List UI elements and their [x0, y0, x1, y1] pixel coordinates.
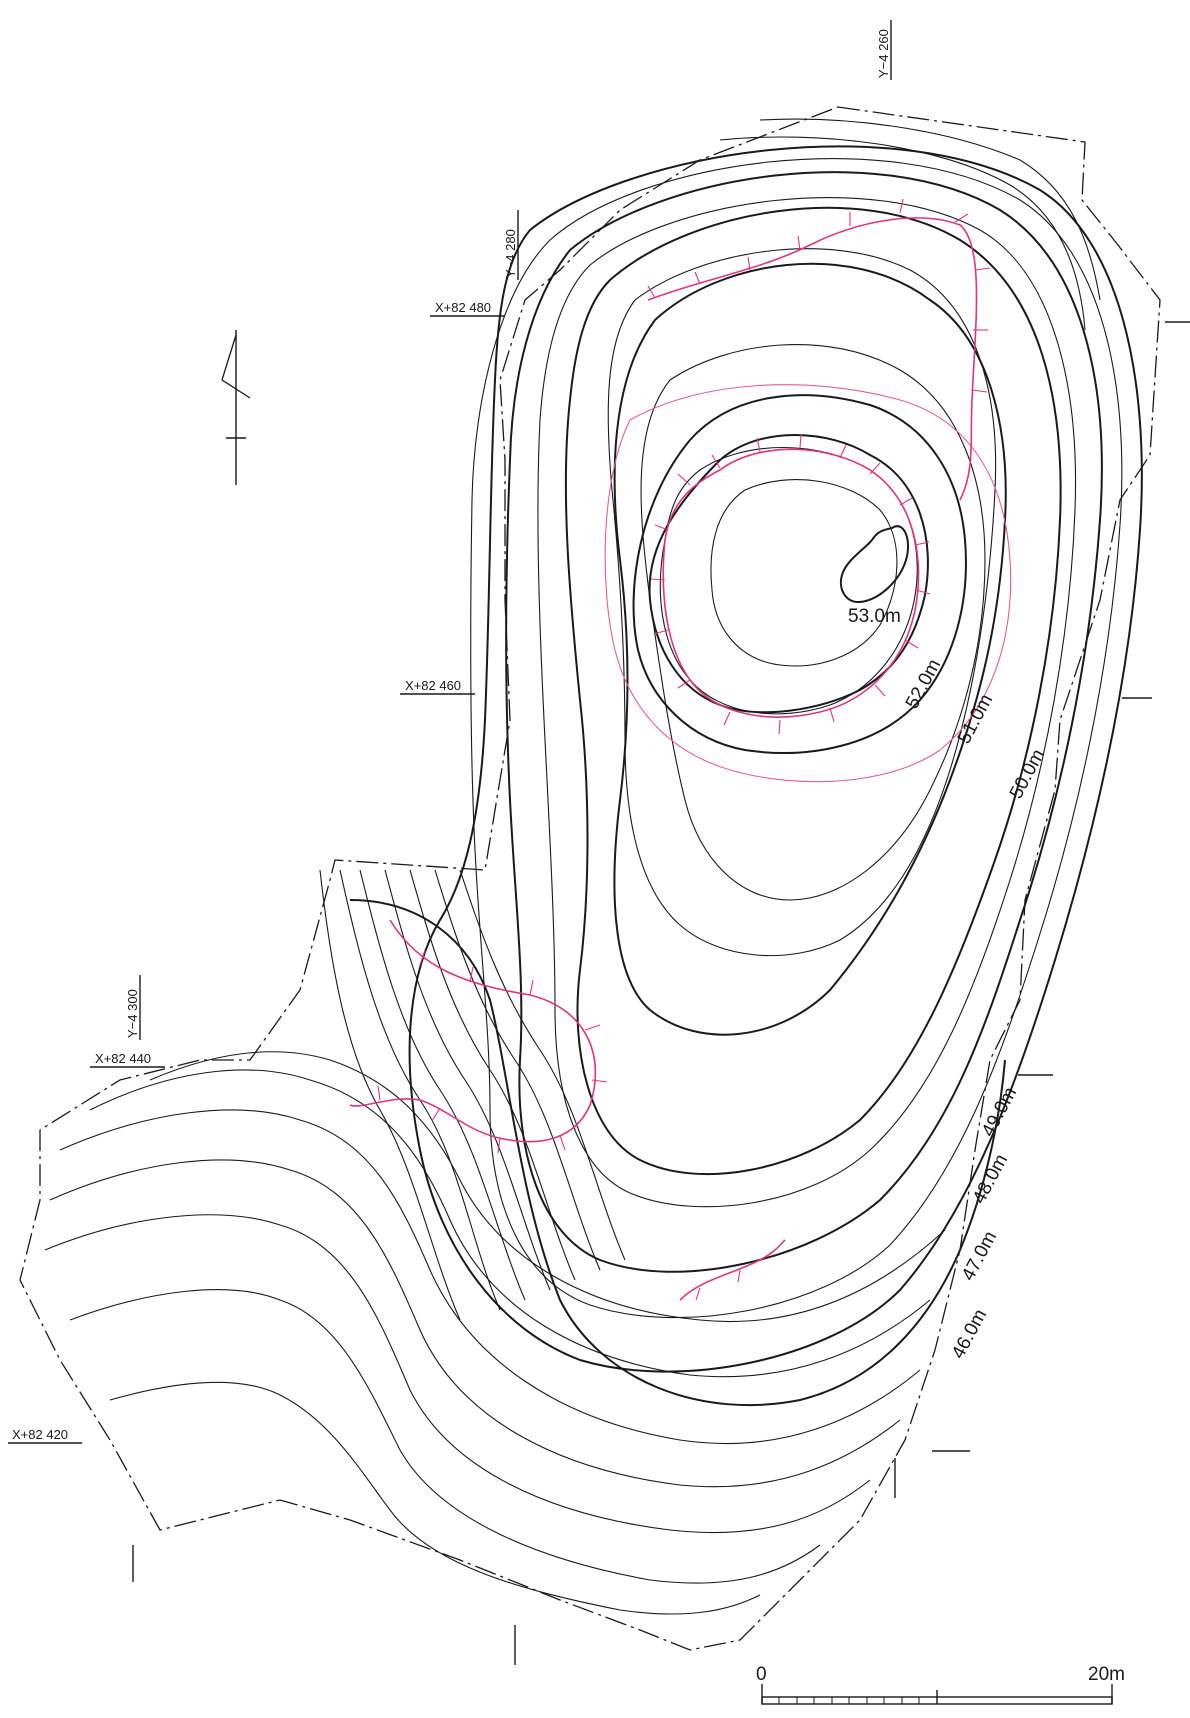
contour-51m: [632, 394, 967, 754]
grid-label-x440: X+82 440: [95, 1051, 151, 1066]
east-feature-outline: [679, 1239, 786, 1301]
contour-53m: [840, 525, 910, 604]
elevation-label-50m: 50.0m: [1006, 746, 1049, 802]
north-arrow-icon: [221, 330, 251, 485]
grid-label-y4300: Y−4 300: [125, 989, 140, 1038]
contour-line: [537, 197, 1077, 1208]
elevation-label-46m: 46.0m: [948, 1306, 991, 1362]
scale-label-start: 0: [756, 1664, 767, 1685]
west-feature-outline: [349, 919, 597, 1143]
contour-line: [109, 1381, 761, 1615]
contour-50m: [613, 262, 1007, 1036]
contour-line: [659, 446, 918, 715]
contour-line: [44, 1214, 871, 1534]
contour-line: [710, 479, 898, 667]
grid-label-x460: X+82 460: [405, 678, 461, 693]
grid-label-y4260: Y−4 260: [876, 29, 891, 78]
edge-ticks: [132, 321, 1190, 1665]
scale-bar: 0 20m: [756, 1664, 1125, 1705]
hachure-ticks: [377, 198, 991, 1301]
scale-label-end: 20m: [1088, 1664, 1125, 1685]
contour-line: [49, 1159, 901, 1488]
mound-upper-outline: [647, 217, 978, 501]
mound-top-outline: [662, 448, 920, 718]
grid-label-y4280: Y−4 280: [503, 229, 518, 278]
contour-line: [759, 118, 1101, 301]
elevation-label-48m: 48.0m: [969, 1151, 1012, 1207]
elevation-label-51m: 51.0m: [954, 691, 997, 747]
elevation-label-47m: 47.0m: [958, 1228, 1001, 1284]
elevation-label-49m: 49.0m: [978, 1084, 1021, 1140]
elevation-label-53m: 53.0m: [848, 606, 901, 627]
contour-line: [470, 158, 1123, 1319]
contour-line: [59, 1109, 921, 1445]
contour-line: [149, 1051, 946, 1323]
contour-47m: [408, 145, 1143, 1373]
grid-label-x420: X+82 420: [12, 1427, 68, 1442]
contour-line: [89, 1069, 931, 1378]
contour-line: [640, 343, 986, 901]
contour-line: [434, 869, 601, 1271]
contour-line: [459, 869, 626, 1261]
contour-line: [339, 869, 501, 1311]
contour-line: [409, 869, 576, 1281]
contour-line: [69, 1289, 821, 1584]
contour-line: [319, 869, 461, 1321]
contour-48m: [505, 171, 1103, 1273]
grid-label-x480: X+82 480: [435, 300, 491, 315]
contour-line: [719, 136, 1086, 331]
survey-boundary: [19, 106, 1161, 1651]
contour-46m: [349, 899, 1006, 1407]
contour-49m: [564, 206, 1062, 1176]
contour-line: [607, 248, 997, 957]
contour-line: [359, 869, 526, 1301]
elevation-label-52m: 52.0m: [902, 656, 945, 712]
mound-middle-outline: [604, 384, 1012, 783]
